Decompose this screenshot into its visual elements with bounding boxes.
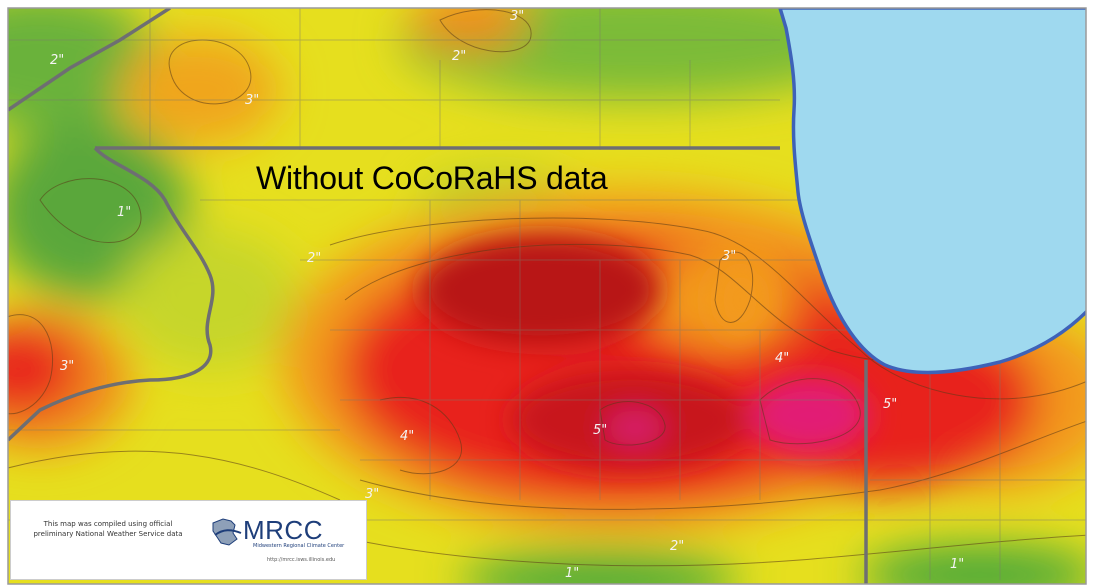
map-overlay-title: Without CoCoRaHS data (256, 160, 608, 196)
contour-label: 4" (400, 429, 414, 444)
logo-wordmark: MRCC (243, 515, 323, 545)
contour-label: 2" (307, 251, 321, 266)
lake-michigan (778, 8, 1086, 375)
logo-url: http://mrcc.isws.illinois.edu (267, 557, 336, 563)
contour-label: 5" (883, 397, 897, 412)
contour-labels: 2" 2" 3" 3" 1" 2" 3" 3" 4" 4" 5" 5" 3" 2… (50, 9, 964, 581)
credit-box: This map was compiled using official pre… (10, 500, 367, 580)
contour-label: 1" (117, 205, 131, 220)
logo-subtitle: Midwestern Regional Climate Center (253, 543, 345, 549)
contour-label: 4" (775, 351, 789, 366)
contour-label: 3" (245, 93, 259, 108)
contour-label: 3" (60, 359, 74, 374)
contour-label: 2" (670, 539, 684, 554)
contour-label: 3" (510, 9, 524, 24)
contour-label: 1" (950, 557, 964, 572)
midwest-map-icon (212, 518, 242, 546)
contour-label: 5" (593, 423, 607, 438)
credit-text: This map was compiled using official pre… (33, 520, 183, 538)
state-borders (8, 8, 868, 584)
contour-label: 1" (565, 566, 579, 581)
contour-label: 3" (722, 249, 736, 264)
contour-label: 2" (452, 49, 466, 64)
contour-label: 3" (365, 487, 379, 502)
mrcc-logo: MRCC Midwestern Regional Climate Center … (209, 515, 359, 567)
map-frame (7, 7, 1087, 585)
contour-label: 2" (50, 53, 64, 68)
